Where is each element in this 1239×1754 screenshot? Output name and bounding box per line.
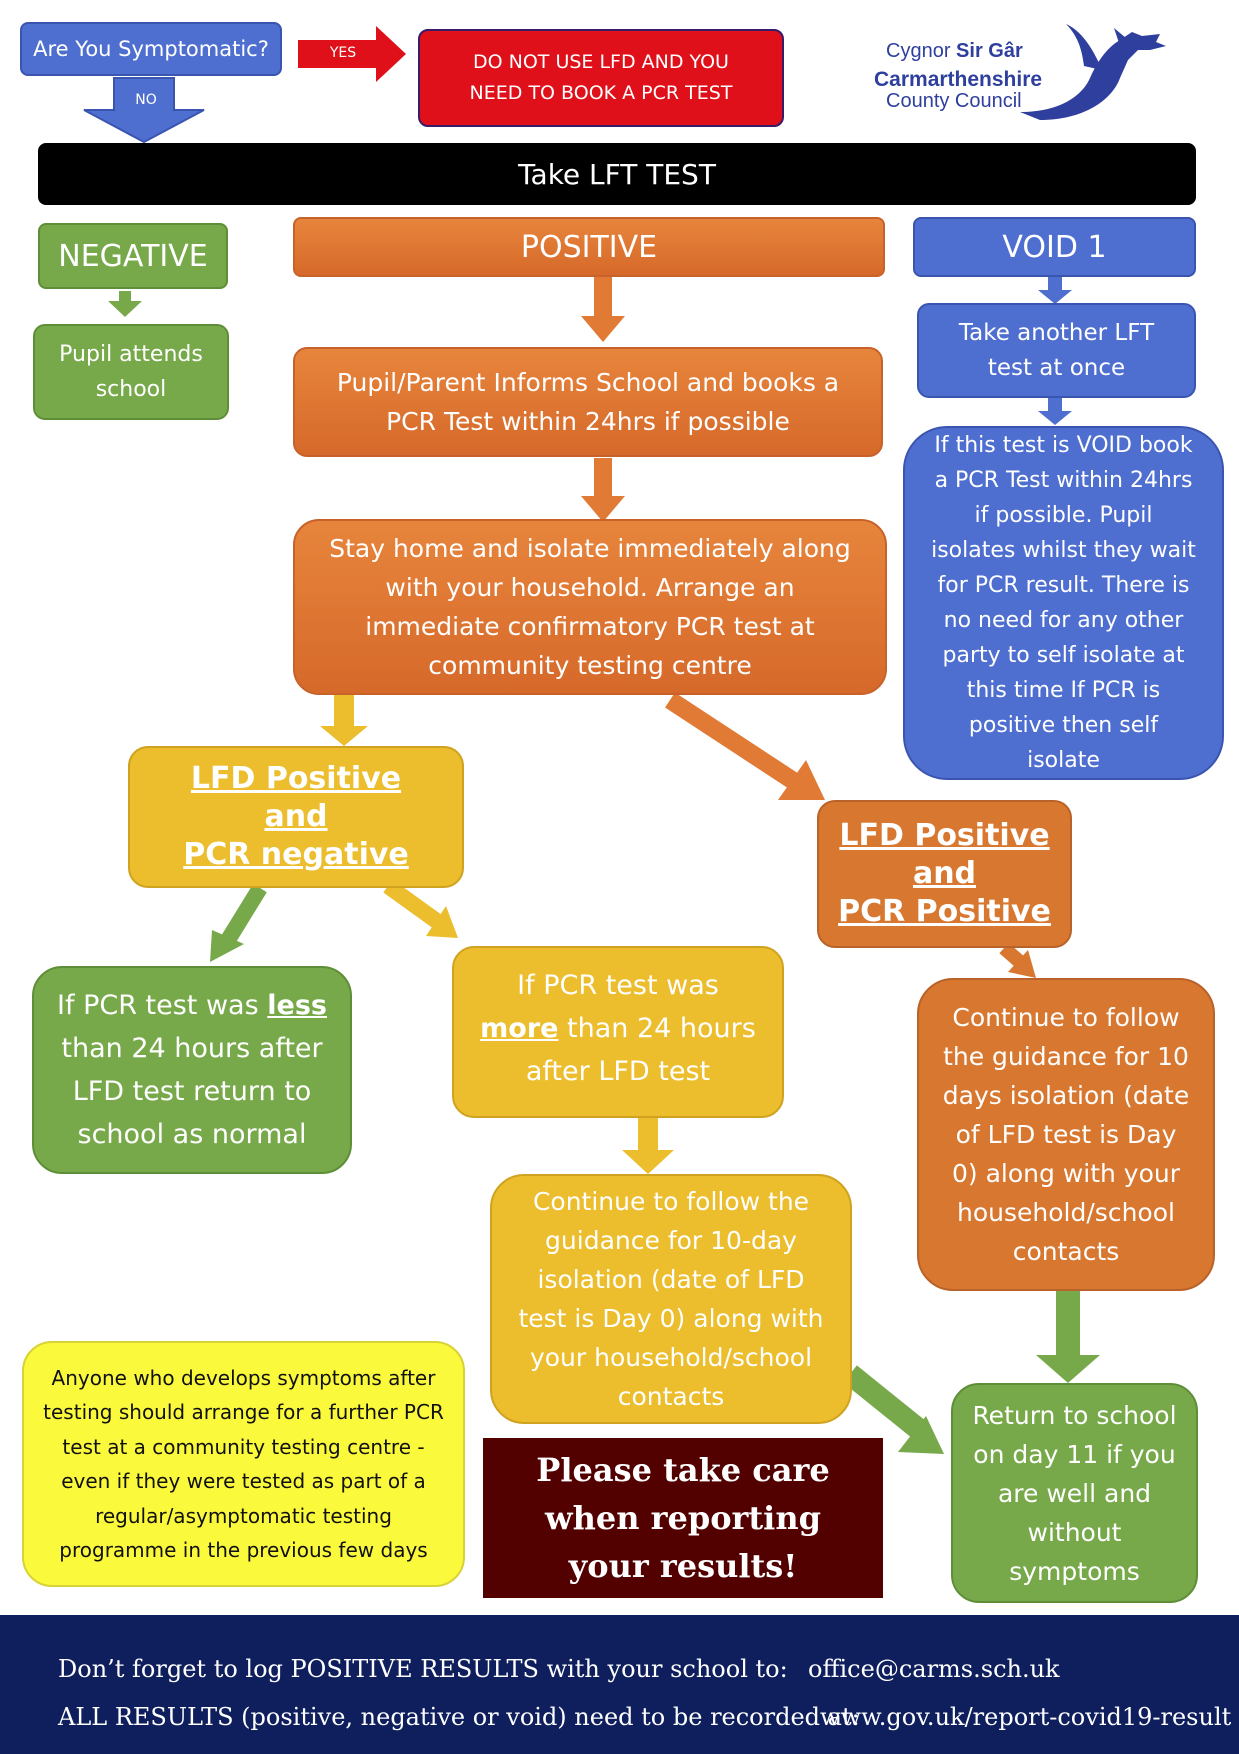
footer-line1-text: Don’t forget to log POSITIVE RESULTS wit…: [58, 1655, 788, 1683]
take-care-text: Please take care when reporting your res…: [536, 1451, 830, 1585]
void-header-text: VOID 1: [1002, 229, 1107, 265]
negative-down-arrow: [108, 291, 142, 317]
void-down-arrow-2: [1038, 398, 1072, 425]
ochre-continue-text: Continue to follow the guidance for 10 d…: [942, 1003, 1190, 1266]
pupil-attends-text: Pupil attends school: [59, 342, 203, 402]
to-more-arrow: [383, 879, 458, 938]
positive-down-arrow-2: [581, 458, 625, 522]
informs-school-text: Pupil/Parent Informs School and books a …: [336, 368, 840, 436]
stay-home-text: Stay home and isolate immediately along …: [329, 534, 851, 680]
symptomatic-question: Are You Symptomatic?: [20, 22, 282, 76]
footer-report-link[interactable]: www.gov.uk/report-covid19-result: [820, 1703, 1232, 1731]
take-another-lft-text: Take another LFT test at once: [958, 319, 1155, 381]
less-than-24-box: If PCR test was less than 24 hours after…: [32, 966, 352, 1174]
informs-school-box: Pupil/Parent Informs School and books a …: [293, 347, 883, 457]
less-post-text: than 24 hours after LFD test return to s…: [61, 1033, 323, 1150]
footer-line2-text: ALL RESULTS (positive, negative or void)…: [58, 1703, 860, 1731]
lfd-pos-pcr-pos-line1: LFD Positive: [839, 818, 1050, 853]
void-pcr-box: If this test is VOID book a PCR Test wit…: [903, 426, 1224, 780]
logo-text-cygnor: Cygnor: [886, 40, 951, 62]
yes-label: YES: [329, 45, 357, 61]
no-arrow: [83, 77, 205, 144]
lfd-pos-pcr-pos-line3: PCR Positive: [838, 894, 1051, 929]
no-label: NO: [135, 92, 157, 108]
lfd-pos-pcr-neg-line2: and: [264, 799, 328, 834]
dragon-icon: [1020, 24, 1166, 120]
yellow-continue-text: Continue to follow the guidance for 10-d…: [518, 1187, 824, 1411]
pupil-attends-box: Pupil attends school: [33, 324, 229, 420]
ochre-continue-box: Continue to follow the guidance for 10 d…: [917, 978, 1215, 1291]
footer-office-email[interactable]: office@carms.sch.uk: [808, 1655, 1060, 1683]
negative-header: NEGATIVE: [38, 223, 228, 289]
positive-header: POSITIVE: [293, 217, 885, 277]
return-to-school-box: Return to school on day 11 if you are we…: [951, 1383, 1198, 1603]
symptomatic-question-text: Are You Symptomatic?: [33, 37, 269, 61]
more-down-arrow: [622, 1117, 674, 1174]
take-lft-banner-text: Take LFT TEST: [518, 157, 716, 191]
symptoms-note-box: Anyone who develops symptoms after testi…: [22, 1341, 465, 1587]
to-pcr-negative-arrow: [320, 694, 368, 746]
yellow-continue-box: Continue to follow the guidance for 10-d…: [490, 1174, 852, 1424]
negative-header-text: NEGATIVE: [58, 238, 208, 274]
more-pre-text: If PCR test was: [517, 970, 719, 1001]
stay-home-box: Stay home and isolate immediately along …: [293, 519, 887, 695]
symptoms-note-text: Anyone who develops symptoms after testi…: [43, 1365, 444, 1563]
less-pre-text: If PCR test was: [57, 990, 259, 1021]
lfd-pos-pcr-neg-line1: LFD Positive: [190, 761, 402, 796]
take-lft-banner: Take LFT TEST: [38, 143, 1196, 205]
pcr-warning-text: DO NOT USE LFD AND YOU NEED TO BOOK A PC…: [469, 51, 733, 104]
void-pcr-text: If this test is VOID book a PCR Test wit…: [931, 433, 1196, 773]
logo-text-county-council: County Council: [886, 90, 1022, 112]
to-less-arrow: [210, 883, 267, 962]
to-return-down-arrow: [1036, 1291, 1100, 1383]
logo-text-sir-gar: Sir Gâr: [956, 40, 1023, 62]
logo-text-carmarthenshire: Carmarthenshire: [874, 68, 1043, 91]
more-post-text: than 24 hours after LFD test: [525, 1013, 756, 1087]
pcr-positive-down-arrow: [999, 942, 1036, 978]
lfd-pos-pcr-neg-box: LFD Positive and PCR negative: [128, 746, 464, 888]
positive-header-text: POSITIVE: [520, 229, 658, 265]
pcr-warning-box: DO NOT USE LFD AND YOU NEED TO BOOK A PC…: [418, 29, 784, 127]
lfd-pos-pcr-pos-box: LFD Positive and PCR Positive: [817, 800, 1072, 948]
more-keyword: more: [480, 1013, 559, 1044]
return-to-school-text: Return to school on day 11 if you are we…: [972, 1400, 1177, 1586]
lfd-pos-pcr-pos-line2: and: [912, 856, 977, 891]
less-keyword: less: [267, 990, 327, 1021]
footer: Don’t forget to log POSITIVE RESULTS wit…: [0, 1615, 1239, 1754]
take-another-lft-box: Take another LFT test at once: [917, 303, 1196, 398]
council-logo: Cygnor Sir Gâr Carmarthenshire County Co…: [870, 20, 1170, 120]
take-care-box: Please take care when reporting your res…: [483, 1438, 883, 1598]
void-header: VOID 1: [913, 217, 1196, 277]
void-down-arrow-1: [1038, 277, 1072, 304]
positive-down-arrow-1: [581, 277, 625, 342]
to-pcr-positive-arrow: [665, 692, 825, 800]
more-than-24-box: If PCR test was more than 24 hours after…: [452, 946, 784, 1118]
lfd-pos-pcr-neg-line3: PCR negative: [183, 837, 409, 872]
